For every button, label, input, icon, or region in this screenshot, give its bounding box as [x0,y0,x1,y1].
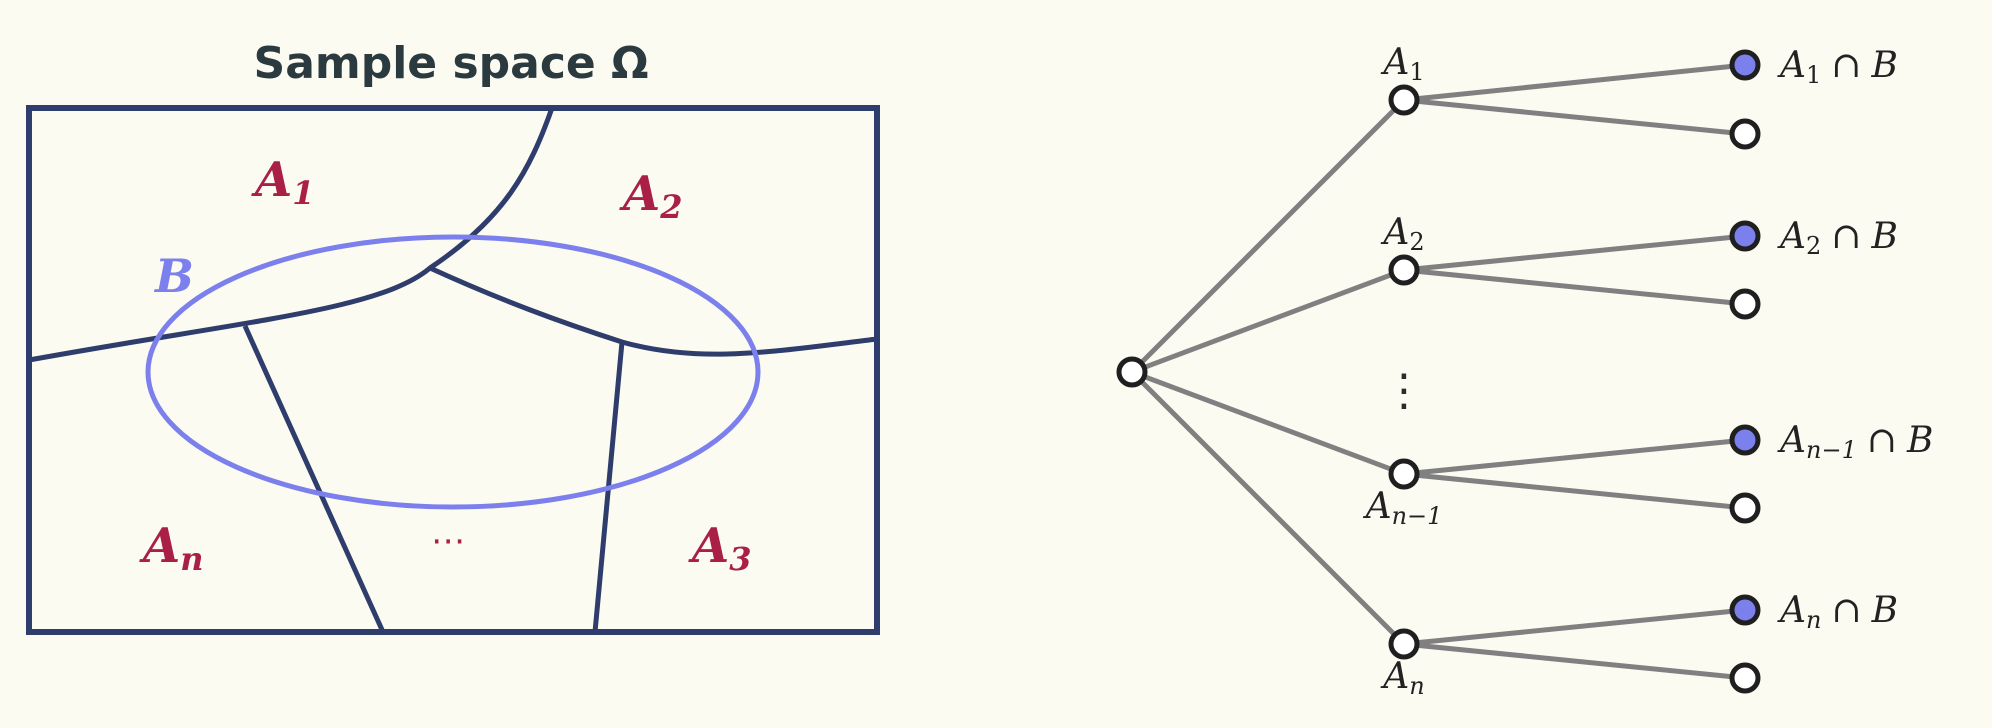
edge-an-b [1403,607,1746,647]
edge-root-an-1 [1131,369,1405,477]
node-label-an-1: An−1 [1363,486,1443,530]
region-label-a2: A2 [619,166,683,226]
edge-an-notb [1403,641,1746,681]
leaf-label-a2-cap-b: A2∩B [1777,216,1898,260]
leaf-an-not-b [1729,662,1761,694]
node-a2 [1388,254,1420,286]
region-label-a3: A3 [688,518,752,578]
edge-root-a1 [1130,98,1406,374]
node-label-a2: A2 [1380,212,1424,256]
leaf-a2-not-b [1729,288,1761,320]
edge-a2-notb [1403,267,1746,307]
node-an [1388,628,1420,660]
leaf-label-a1-cap-b: A1∩B [1777,45,1898,89]
leaf-an-and-b [1729,594,1761,626]
edge-an-1-b [1403,437,1746,477]
vertical-ellipsis: ⋮ [1382,365,1426,416]
sample-space-rectangle [26,105,880,635]
sample-space-title: Sample space Ω [254,38,649,89]
node-an-1 [1388,458,1420,490]
node-a1 [1388,84,1420,116]
sample-space-venn: Sample space Ω B A1 A2 A3 An ⋯ [26,38,880,635]
region-label-a1: A1 [251,152,315,212]
leaf-a1-not-b [1729,118,1761,150]
edge-root-an [1130,370,1406,646]
node-label-a1: A1 [1380,42,1424,86]
probability-tree: A1 A2 An−1 An ⋮ A1∩B A2∩B An−1∩B An∩B [1116,42,1933,700]
partition-boundary-upper [28,107,555,363]
node-label-an: An [1380,656,1424,700]
edge-a2-b [1403,233,1746,273]
leaf-an-1-not-b [1729,492,1761,524]
partition-boundary-left-vertical [242,324,386,634]
edge-root-a2 [1131,267,1405,375]
leaf-label-an-cap-b: An∩B [1777,590,1898,634]
region-ellipsis: ⋯ [431,521,465,561]
edge-a1-b [1403,62,1746,103]
event-b-ellipse [145,234,761,510]
edge-a1-notb [1403,97,1746,137]
edge-an-1-notb [1403,471,1746,511]
tree-edges [1130,62,1746,681]
leaf-a1-and-b [1729,49,1761,81]
tree-nodes [1116,49,1761,694]
region-label-an: An [139,518,204,578]
leaf-label-an-1-cap-b: An−1∩B [1777,420,1933,464]
root-node [1116,356,1148,388]
leaf-an-1-and-b [1729,424,1761,456]
leaf-a2-and-b [1729,220,1761,252]
event-b-label: B [153,249,194,303]
